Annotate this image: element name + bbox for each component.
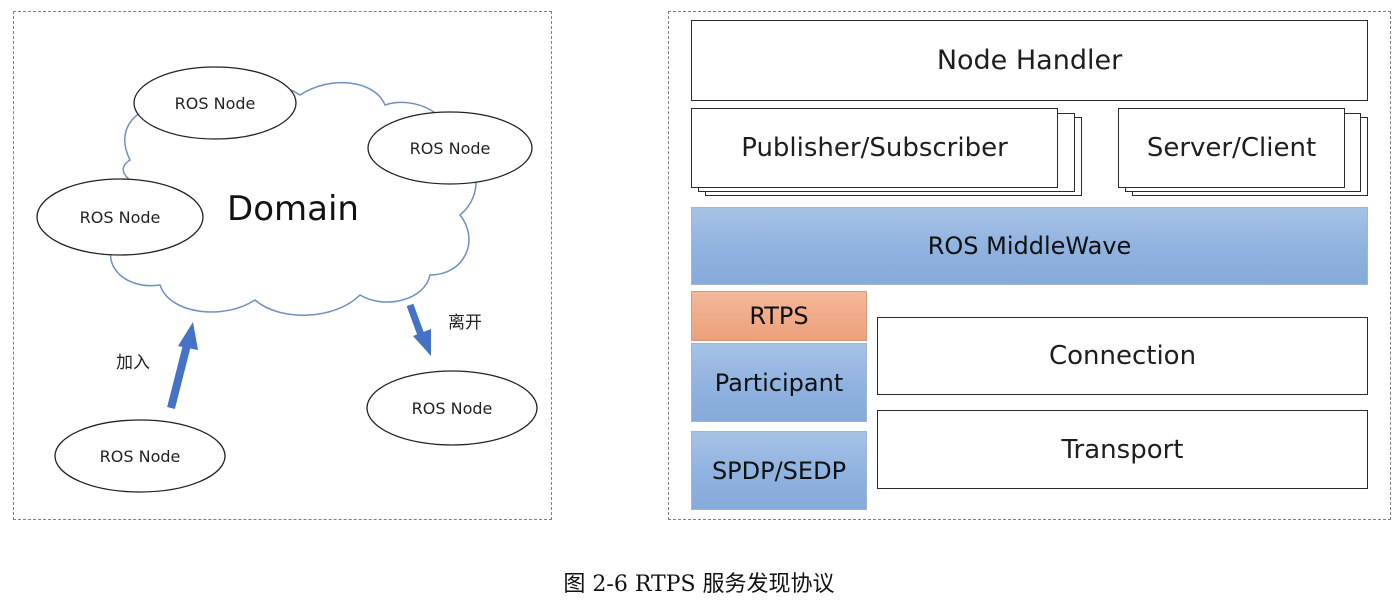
join-label: 加入 (116, 353, 150, 373)
leave-arrow-icon (406, 303, 431, 356)
middleware-label: ROS MiddleWave (927, 232, 1132, 260)
ros-node-3: ROS Node (36, 178, 204, 256)
right-panel (668, 11, 1391, 520)
ros-node-2-label: ROS Node (410, 139, 491, 158)
rtps-label: RTPS (749, 302, 809, 330)
pubsub-label: Publisher/Subscriber (741, 133, 1008, 163)
leave-label: 离开 (448, 313, 482, 333)
participant-label: Participant (714, 368, 844, 397)
spdp-sedp-label: SPDP/SEDP (711, 456, 847, 485)
left-panel (13, 11, 552, 520)
ros-node-5-label: ROS Node (100, 447, 181, 466)
figure-caption: 图 2-6 RTPS 服务发现协议 (563, 572, 835, 597)
transport-box: Transport (877, 410, 1368, 489)
ros-node-1-label: ROS Node (175, 94, 256, 113)
server-client-box: Server/Client (1118, 108, 1345, 188)
ros-node-4: ROS Node (366, 370, 538, 446)
server-client-label: Server/Client (1146, 133, 1317, 163)
ros-node-4-label: ROS Node (412, 399, 493, 418)
domain-label: Domain (227, 189, 359, 229)
node-handler-label: Node Handler (936, 45, 1123, 76)
rtps-box: RTPS (691, 291, 867, 341)
pubsub-box: Publisher/Subscriber (691, 108, 1058, 188)
ros-node-3-label: ROS Node (80, 208, 161, 227)
ros-node-1: ROS Node (133, 66, 297, 140)
ros-node-2: ROS Node (367, 111, 533, 185)
connection-label: Connection (1048, 341, 1197, 371)
participant-box: Participant (691, 343, 867, 422)
join-arrow-icon (167, 322, 198, 409)
node-handler-box: Node Handler (691, 20, 1368, 101)
transport-label: Transport (1061, 434, 1184, 465)
ros-node-5: ROS Node (54, 419, 226, 493)
connection-box: Connection (877, 317, 1368, 395)
middleware-box: ROS MiddleWave (691, 207, 1368, 285)
spdp-sedp-box: SPDP/SEDP (691, 431, 867, 510)
